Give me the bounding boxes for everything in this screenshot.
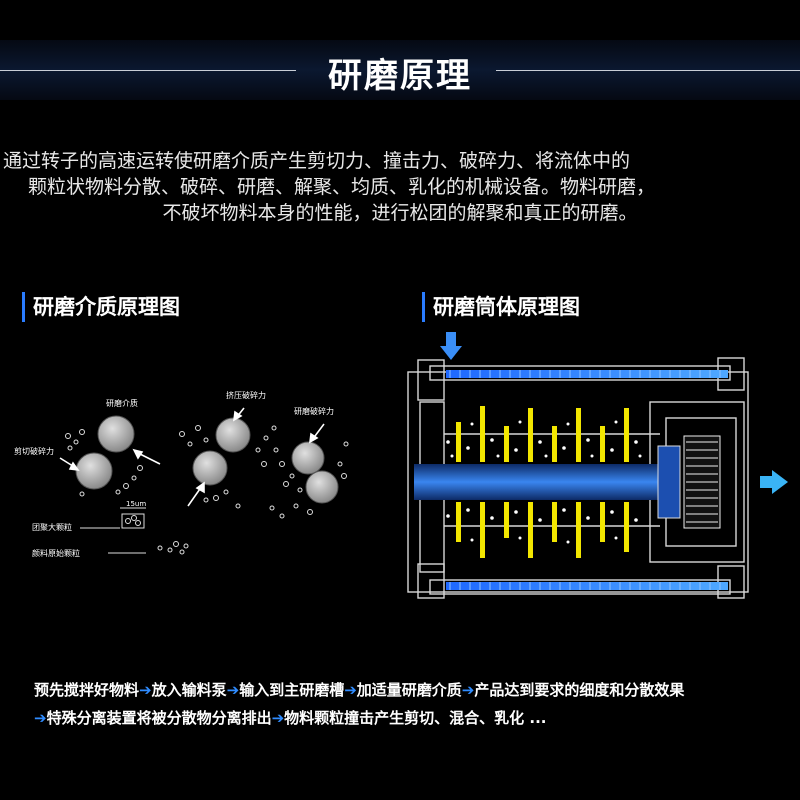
inlet-arrow-icon [440,332,462,360]
process-step: 预先搅拌好物料 [34,681,140,699]
media-ball-3 [215,417,251,453]
process-step: 放入输料泵 [151,681,227,699]
force-arrows [59,407,325,507]
arrow-right-icon: ➔ [461,681,475,699]
process-step: 特殊分离装置将被分散物分离排出 [46,709,272,727]
intro-line-2: 颗粒状物料分散、破碎、研磨、解聚、均质、乳化的机械设备。物料研磨， [28,176,656,198]
rotor-shaft [414,464,676,500]
label-particle-size: 15um [126,500,146,508]
media-ball-4 [192,450,228,486]
title-divider-left [0,70,296,71]
grinding-media-diagram: 研磨介质 剪切破碎力 挤压破碎力 研磨破碎力 15um 团聚大颗粒 颜料原始颗粒 [14,390,349,558]
media-ball-5 [291,441,325,475]
intro-paragraph: 通过转子的高速运转使研磨介质产生剪切力、撞击力、破碎力、将流体中的 颗粒状物料分… [0,148,800,226]
intro-line-3: 不破坏物料本身的性能，进行松团的解聚和真正的研磨。 [162,202,638,224]
process-step: 物料颗粒撞击产生剪切、混合、乳化 ... [284,709,547,727]
media-ball-1 [97,415,135,453]
page-title: 研磨原理 [328,56,472,96]
grinding-rods [456,406,629,558]
label-agglomerate: 团聚大颗粒 [32,522,72,532]
arrow-right-icon: ➔ [344,681,357,699]
grinding-beads [446,420,642,544]
particles [65,425,349,555]
cooling-jacket-bottom [446,582,728,590]
separator-screen [683,435,721,529]
right-section-heading: 研磨筒体原理图 [422,292,580,322]
media-ball-6 [305,470,339,504]
label-grinding-media: 研磨介质 [106,398,138,408]
label-primary-particle: 颜料原始颗粒 [32,548,80,558]
label-grind-force: 研磨破碎力 [294,406,334,416]
grinding-cylinder-diagram [407,332,788,599]
process-step: 加适量研磨介质 [356,681,462,699]
left-section-heading: 研磨介质原理图 [22,292,180,322]
label-shear-force: 剪切破碎力 [14,446,54,456]
agglomerate-sample [80,507,146,554]
cooling-jacket-top [446,370,728,378]
label-squeeze-force: 挤压破碎力 [226,390,266,400]
arrow-right-icon: ➔ [271,709,285,727]
title-divider-right [496,70,800,71]
process-flow: 预先搅拌好物料➔放入输料泵➔输入到主研磨槽➔加适量研磨介质➔产品达到要求的细度和… [34,676,794,732]
process-row-2: ➔特殊分离装置将被分散物分离排出➔物料颗粒撞击产生剪切、混合、乳化 ... [34,704,794,732]
process-row-1: 预先搅拌好物料➔放入输料泵➔输入到主研磨槽➔加适量研磨介质➔产品达到要求的细度和… [34,676,794,704]
media-ball-2 [75,452,113,490]
arrow-right-icon: ➔ [226,681,240,699]
process-step: 产品达到要求的细度和分散效果 [474,681,685,699]
intro-line-1: 通过转子的高速运转使研磨介质产生剪切力、撞击力、破碎力、将流体中的 [3,150,631,172]
process-step: 输入到主研磨槽 [239,681,345,699]
rotor-hub [657,445,681,519]
arrow-right-icon: ➔ [139,681,152,699]
outlet-arrow-icon [760,470,788,494]
jacket-ticks [449,370,721,590]
arrow-right-icon: ➔ [34,709,47,727]
